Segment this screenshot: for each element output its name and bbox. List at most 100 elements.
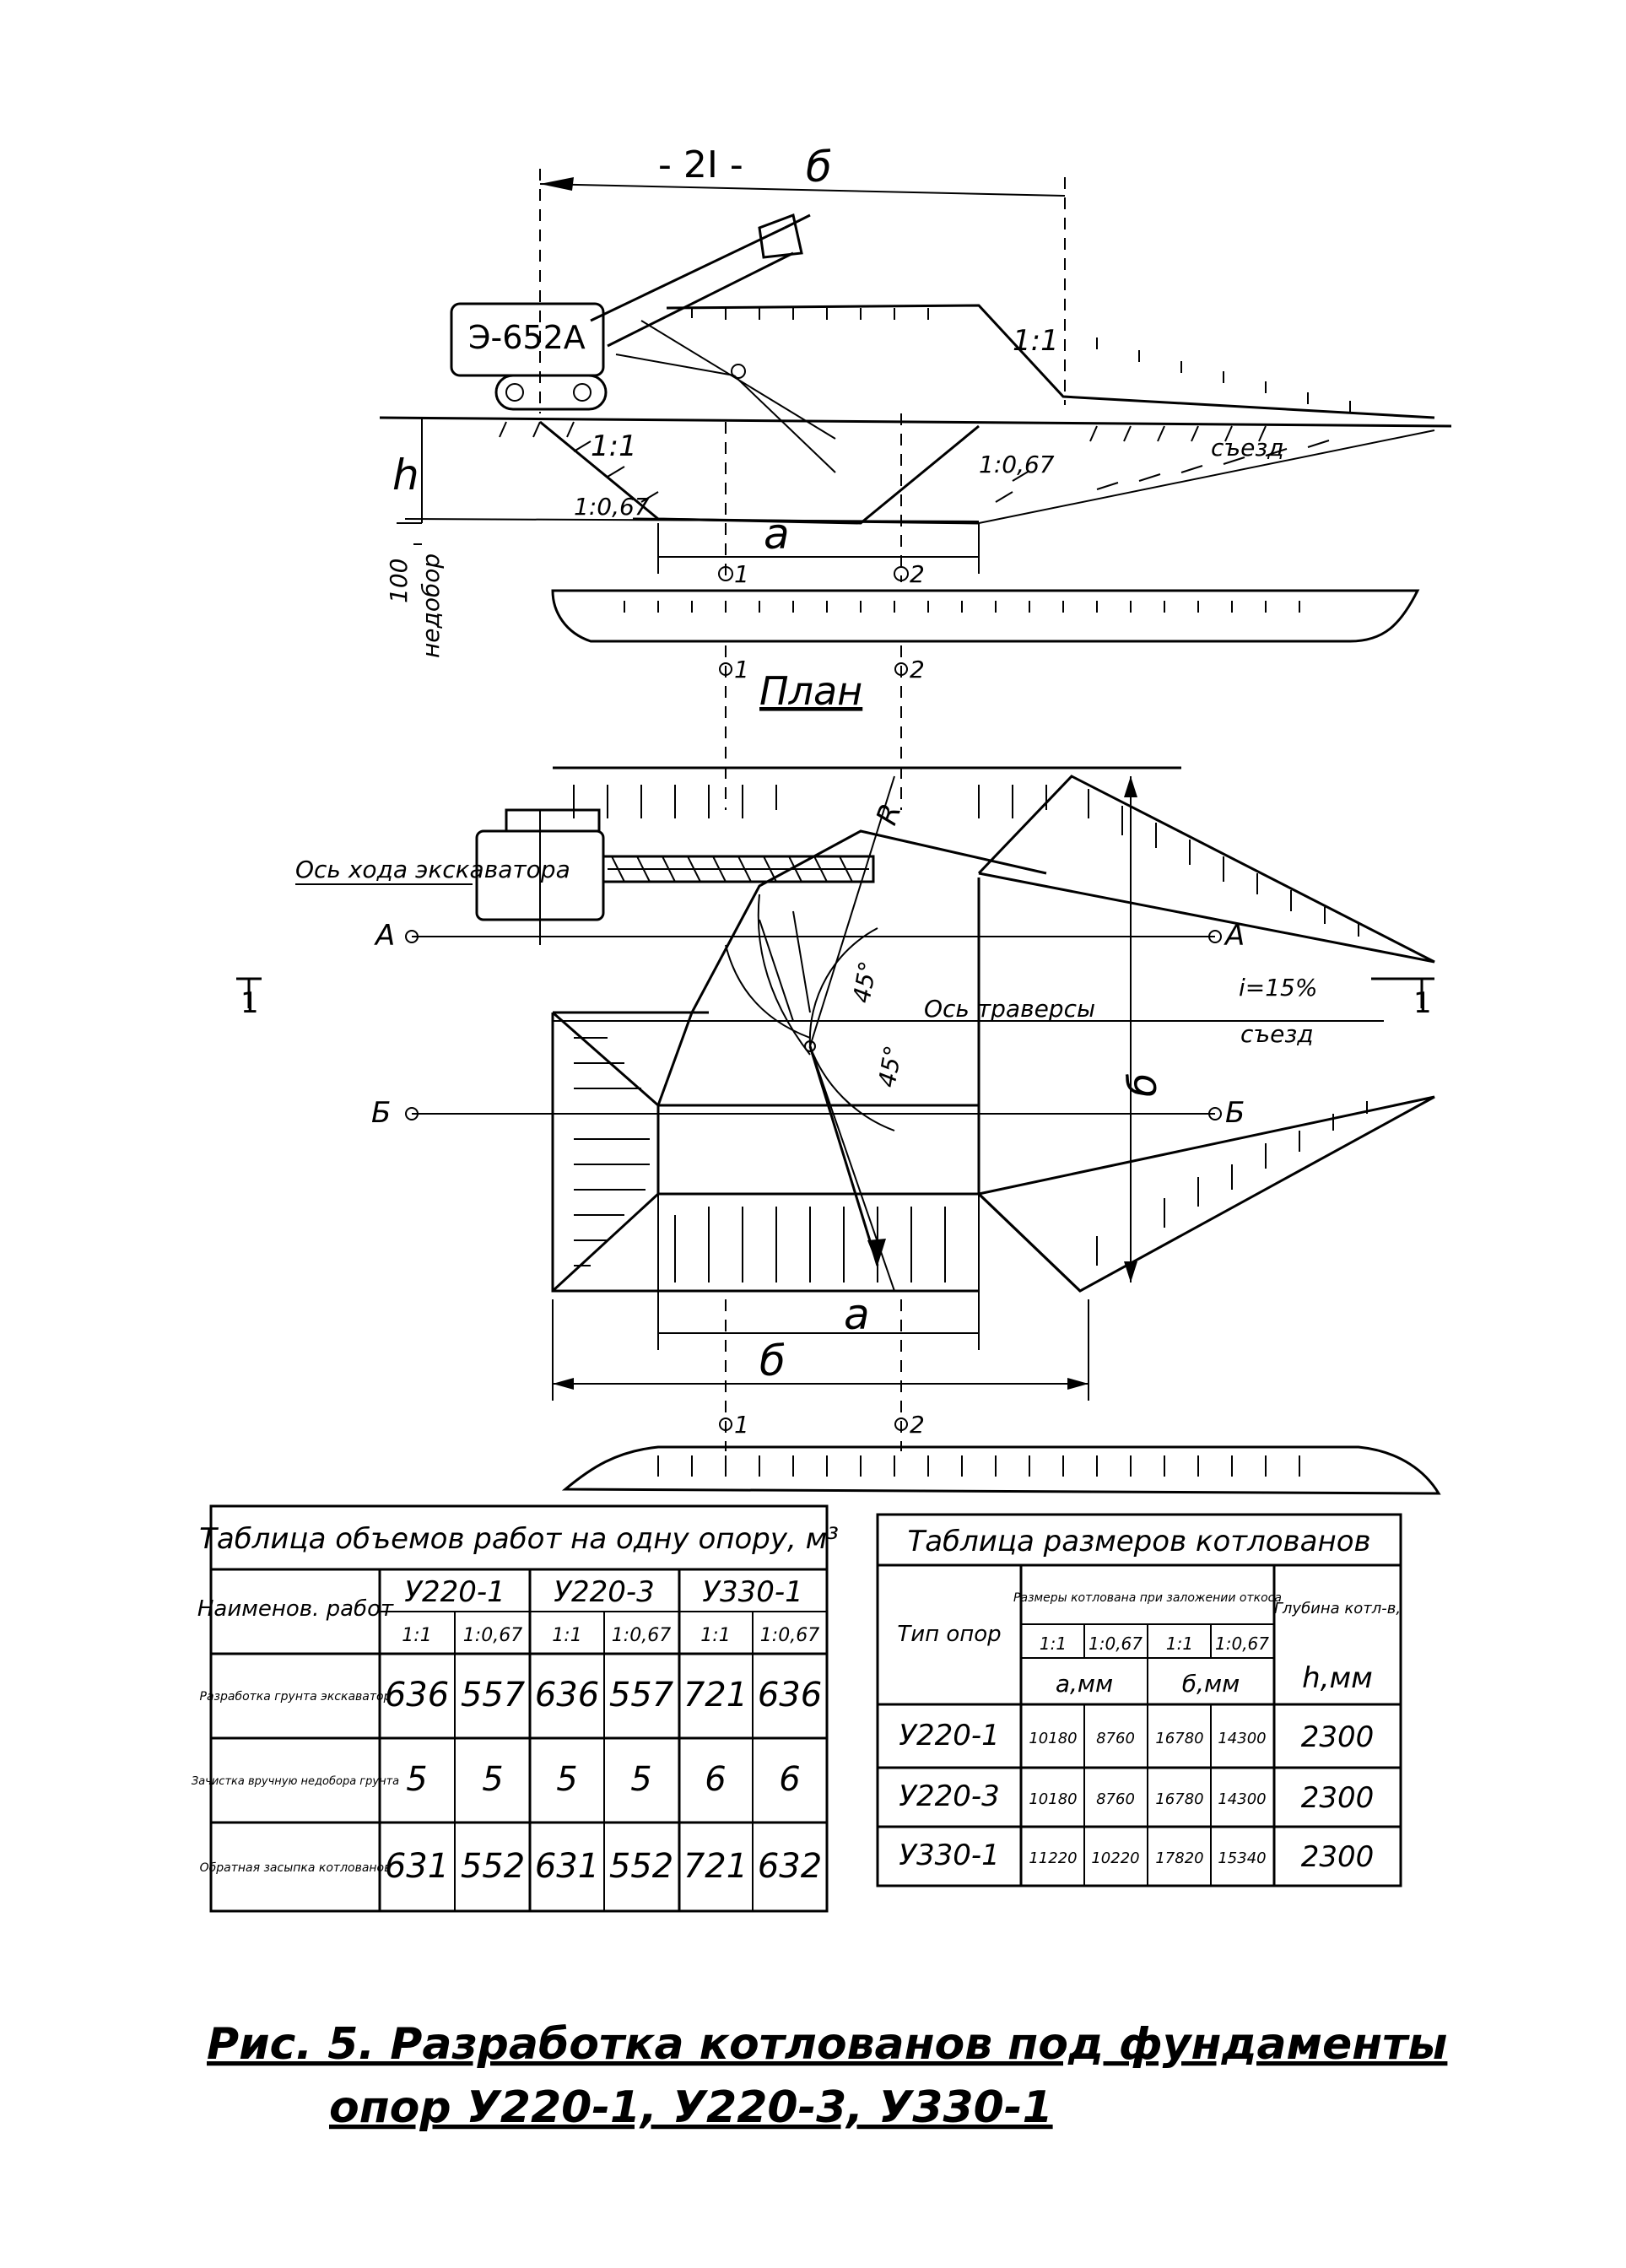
plan-axes-bottom bbox=[719, 1299, 908, 1451]
section-cut-line bbox=[539, 169, 1066, 413]
volume-slope-4: 1:0,67 bbox=[612, 1625, 671, 1646]
size-row-2-depth: 2300 bbox=[1301, 1781, 1375, 1815]
caption-line-2: опор У220-1, У220-3, У330-1 bbox=[329, 2082, 1053, 2133]
size-row-3-type: У330-1 bbox=[899, 1839, 1000, 1872]
volume-row-2-v3: 5 bbox=[556, 1760, 577, 1799]
size-slope-1: 1:1 bbox=[1040, 1634, 1067, 1654]
size-slope-2: 1:0,67 bbox=[1089, 1634, 1143, 1654]
volume-row-3-v3: 631 bbox=[535, 1847, 599, 1886]
swing-area bbox=[725, 775, 895, 1292]
row-a-label-right: А bbox=[1224, 919, 1245, 953]
volume-row-3-v5: 721 bbox=[683, 1847, 748, 1886]
volume-slope-2: 1:0,67 bbox=[463, 1625, 522, 1646]
travel-axis-label: Ось хода экскаватора bbox=[295, 856, 570, 883]
plan-dim-b-label: б bbox=[759, 1336, 786, 1385]
size-row-1-type: У220-1 bbox=[899, 1719, 1000, 1752]
volume-support-1: У220-1 bbox=[404, 1575, 505, 1609]
size-row-1-v4: 14300 bbox=[1218, 1730, 1266, 1747]
section-dim-a-label: а bbox=[764, 510, 790, 559]
volume-row-3-name: Обратная засыпка котлованов bbox=[200, 1861, 392, 1875]
depth-dimension bbox=[397, 418, 423, 545]
volume-support-3: У330-1 bbox=[702, 1575, 803, 1609]
size-row-3-v4: 15340 bbox=[1218, 1850, 1266, 1867]
volume-support-2: У220-3 bbox=[554, 1575, 655, 1609]
row-a-line bbox=[405, 930, 1222, 943]
size-unit-b: б,мм bbox=[1182, 1670, 1240, 1698]
volume-row-3-v4: 552 bbox=[609, 1847, 673, 1886]
plan-dim-right-label: б bbox=[1120, 1073, 1165, 1097]
exit-ramp bbox=[978, 429, 1435, 524]
plan-axes-top bbox=[719, 645, 908, 810]
angle-label-1: 45° bbox=[847, 959, 882, 1006]
volume-row-2-v1: 5 bbox=[406, 1760, 427, 1799]
plan-axis-1-bottom: 1 bbox=[734, 1411, 749, 1439]
section-mark-left bbox=[236, 977, 262, 1008]
section-mark: б bbox=[806, 143, 832, 192]
volume-row-3-v2: 552 bbox=[461, 1847, 525, 1886]
plan-dim-a bbox=[657, 1194, 980, 1350]
size-row-2-v4: 14300 bbox=[1218, 1790, 1266, 1808]
plan-axis-2-bottom: 2 bbox=[910, 1411, 925, 1439]
size-row-2-type: У220-3 bbox=[899, 1779, 1000, 1813]
volume-row-2-v2: 5 bbox=[482, 1760, 503, 1799]
excavator-label: Э-652А bbox=[468, 319, 586, 356]
size-head-type: Тип опор bbox=[897, 1622, 1001, 1647]
slope-label-left: 1:1 bbox=[591, 429, 637, 463]
section-mark-left-label: 1 bbox=[240, 986, 259, 1020]
ground-hatch bbox=[499, 421, 1267, 442]
section-axis-2: 2 bbox=[910, 560, 925, 588]
section-axis-1: 1 bbox=[734, 560, 749, 588]
spoil-profile bbox=[551, 589, 1420, 643]
traverse-axis-label: Ось траверсы bbox=[924, 995, 1095, 1023]
slope-label-top: 1:1 bbox=[1013, 324, 1059, 358]
bottom-profile bbox=[561, 1445, 1441, 1495]
plan-slope-text: i=15% bbox=[1239, 974, 1317, 1002]
volume-slope-6: 1:0,67 bbox=[760, 1625, 819, 1646]
size-head-depth: Глубина котл-в, bbox=[1274, 1600, 1401, 1617]
plan-exit-label: съезд bbox=[1240, 1020, 1314, 1048]
plan-spoil bbox=[977, 775, 1435, 1293]
section-axes bbox=[718, 413, 909, 582]
volume-row-2-v6: 6 bbox=[779, 1760, 800, 1799]
volume-slope-3: 1:1 bbox=[552, 1625, 581, 1646]
section-mark-right-label: 1 bbox=[1413, 986, 1432, 1020]
overcut-value: 100 bbox=[385, 559, 413, 603]
plan-axis-1-top: 1 bbox=[734, 656, 749, 683]
plan-axis-2-top: 2 bbox=[910, 656, 925, 683]
size-row-3-v2: 10220 bbox=[1091, 1850, 1139, 1867]
radius-label: R bbox=[870, 799, 909, 829]
size-row-2-v3: 16780 bbox=[1155, 1790, 1203, 1808]
volume-row-1-v2: 557 bbox=[461, 1676, 526, 1714]
slope-label-right: 1:0,67 bbox=[979, 451, 1055, 478]
size-row-3-depth: 2300 bbox=[1301, 1840, 1375, 1874]
exit-label-section: съезд bbox=[1211, 434, 1284, 462]
volume-row-1-v3: 636 bbox=[535, 1676, 599, 1714]
volume-row-1-name: Разработка грунта экскаватор bbox=[200, 1690, 392, 1704]
size-row-3-v3: 17820 bbox=[1155, 1850, 1203, 1867]
volume-table bbox=[209, 1504, 829, 1913]
size-row-1-v3: 16780 bbox=[1155, 1730, 1203, 1747]
size-slope-4: 1:0,67 bbox=[1215, 1634, 1269, 1654]
plan-title: План bbox=[759, 668, 862, 714]
volume-row-3-v1: 631 bbox=[385, 1847, 449, 1886]
ground-line bbox=[379, 416, 1452, 428]
size-table bbox=[876, 1513, 1402, 1887]
plan-dim-b bbox=[552, 1299, 1089, 1401]
volume-row-2-v4: 5 bbox=[630, 1760, 651, 1799]
size-row-1-v1: 10180 bbox=[1029, 1730, 1077, 1747]
size-unit-a: а,мм bbox=[1056, 1670, 1113, 1698]
excavator-plan bbox=[475, 808, 875, 945]
pit-section bbox=[404, 420, 1030, 525]
volume-row-1-v6: 636 bbox=[758, 1676, 822, 1714]
volume-row-1-v5: 721 bbox=[683, 1676, 748, 1714]
row-b-label-right: Б bbox=[1225, 1096, 1245, 1130]
plan-hatch-left bbox=[573, 785, 1047, 1282]
volume-row-2-name: Зачистка вручную недобора грунта bbox=[192, 1775, 399, 1788]
overcut-label: недобор bbox=[417, 554, 445, 658]
row-b-line bbox=[405, 1107, 1222, 1120]
size-row-3-v1: 11220 bbox=[1029, 1850, 1077, 1867]
volume-row-3-v6: 632 bbox=[758, 1847, 822, 1886]
volume-slope-5: 1:1 bbox=[700, 1625, 730, 1646]
volume-row-1-v4: 557 bbox=[609, 1676, 674, 1714]
